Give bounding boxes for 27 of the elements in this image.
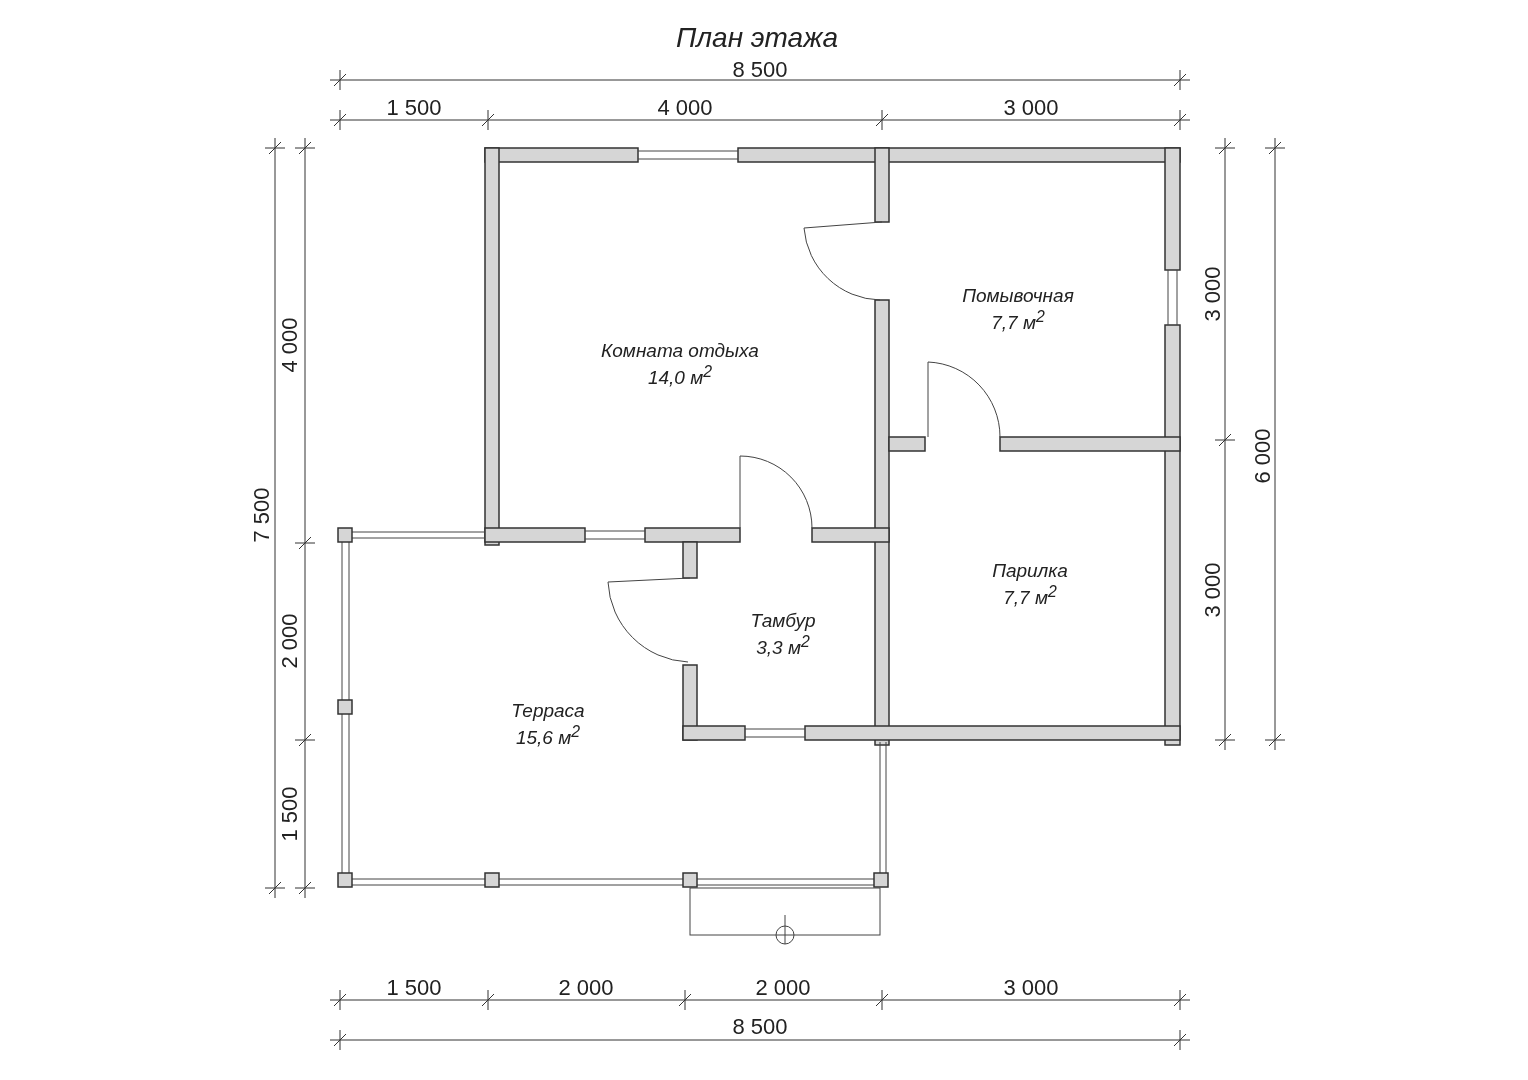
dimension-label: 7 500 [251,487,273,543]
dimension-label: 3 000 [1003,977,1059,999]
area-label: 15,6 м$^{2}$ [514,722,582,750]
dimension-label: 4 000 [279,317,301,373]
dimension-label: 2 000 [755,977,811,999]
dimension-label: 1 500 [279,786,301,842]
dimension-label: 3 000 [1003,97,1059,119]
dimension-label: 2 000 [558,977,614,999]
dimension-label: 3 000 [1202,562,1224,618]
area-label: 7,7 м$^{2}$ [990,307,1046,335]
dimension-label: 1 500 [386,977,442,999]
dimension-label: 1 500 [386,97,442,119]
dimension-label: 8 500 [732,59,788,81]
area-label: 3,3 м$^{2}$ [755,632,811,660]
room-name: Комната отдыха [601,340,759,363]
room-name: Помывочная [962,285,1074,308]
dimension-label: 2 000 [279,613,301,669]
area-label: 7,7 м$^{2}$ [1002,582,1058,610]
room-name: Тамбур [750,610,816,633]
dimension-label: 4 000 [657,97,713,119]
dimension-label: 8 500 [732,1016,788,1038]
plan-title: План этажа [676,22,838,54]
dimension-label: 6 000 [1252,428,1274,484]
area-label: 14,0 м$^{2}$ [646,362,714,390]
room-name: Терраса [511,700,585,723]
dimension-label: 3 000 [1202,266,1224,322]
room-name: Парилка [992,560,1068,583]
